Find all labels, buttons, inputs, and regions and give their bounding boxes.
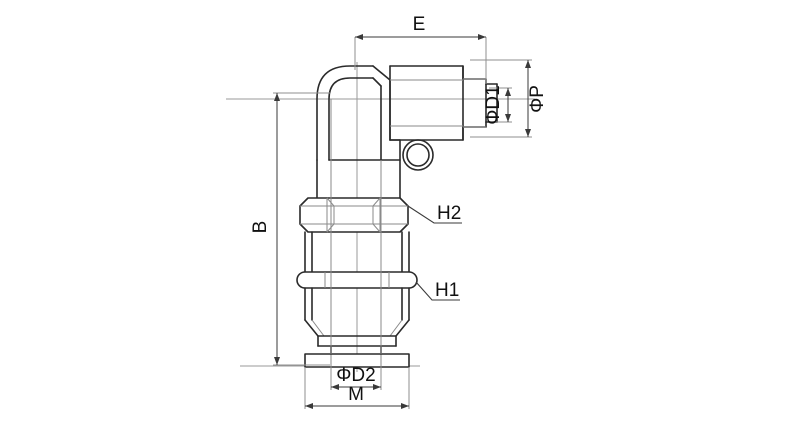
dimension-label-B: B — [250, 221, 271, 234]
fitting-body-geometry — [296, 65, 498, 368]
dimension-P: ΦP — [470, 59, 548, 138]
dimension-H2-leader — [407, 205, 462, 224]
elbow-inner-curve — [328, 77, 374, 161]
dimension-label-P: ΦP — [527, 85, 548, 113]
release-taper-right — [395, 319, 410, 347]
collar-h1-outline — [296, 271, 418, 289]
dimension-label-H2: H2 — [437, 203, 461, 224]
dimension-H1: H1 — [415, 280, 460, 301]
release-ring-inner-circle — [406, 143, 430, 167]
elbow-body-top-chamfer — [372, 65, 401, 141]
release-taper-inner-left — [311, 319, 325, 337]
release-taper-left — [304, 319, 319, 347]
dimension-label-H1: H1 — [435, 280, 459, 301]
dimension-label-E: E — [413, 14, 426, 35]
dimension-M: M — [304, 367, 410, 409]
release-taper-inner-right — [389, 319, 403, 337]
hex-nut-outline — [299, 197, 409, 233]
dimension-H2: H2 — [407, 203, 462, 224]
hex-nut-facet-chamfer-right — [372, 197, 381, 233]
elbow-inner-top — [372, 77, 382, 87]
dimension-D2: ΦD2 — [330, 365, 382, 390]
dimension-H1-leader — [415, 281, 460, 301]
elbow-outer-curve — [316, 65, 374, 161]
dimension-label-M: M — [348, 384, 364, 405]
dimension-label-D1: ΦD1 — [483, 85, 504, 124]
dimension-B: B — [250, 92, 330, 366]
dimension-E: E — [354, 14, 487, 84]
dimension-D1: ΦD1 — [483, 85, 512, 125]
dimension-label-D2: ΦD2 — [336, 365, 375, 386]
release-ring-outer-circle — [402, 139, 434, 171]
male-barrel-upper — [389, 65, 487, 85]
